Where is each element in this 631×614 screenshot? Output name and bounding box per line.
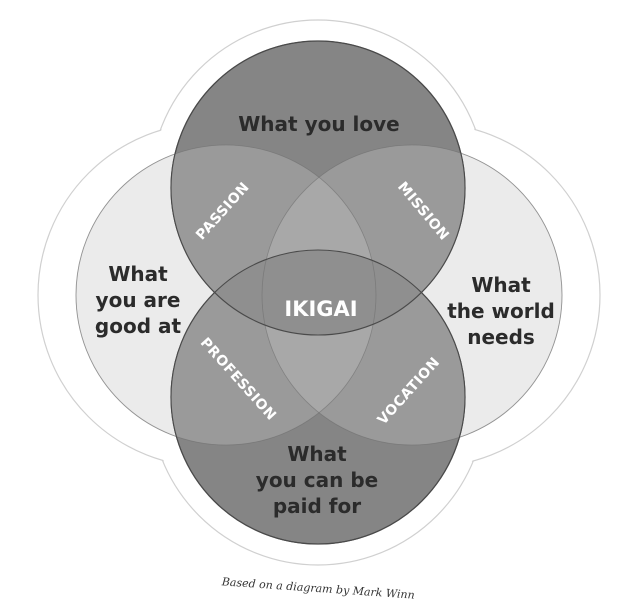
- svg-text:What: What: [471, 273, 531, 297]
- circle-outlines: [75, 40, 563, 545]
- label-what-you-love: What you love: [238, 112, 400, 136]
- svg-text:What: What: [108, 262, 168, 286]
- label-world-needs: What the world needs: [447, 273, 555, 349]
- svg-text:you can be: you can be: [256, 468, 378, 492]
- label-ikigai-center: IKIGAI: [284, 297, 357, 321]
- credit-caption: Based on a diagram by Mark Winn: [220, 575, 415, 602]
- svg-text:you are: you are: [96, 288, 181, 312]
- svg-text:paid for: paid for: [273, 494, 361, 518]
- overlap-top-center: [262, 145, 376, 335]
- label-good-at: What you are good at: [95, 262, 182, 338]
- svg-text:the world: the world: [447, 299, 555, 323]
- svg-text:good at: good at: [95, 314, 182, 338]
- svg-text:What: What: [287, 442, 347, 466]
- label-paid-for: What you can be paid for: [256, 442, 378, 518]
- overlap-bottom-center: [262, 250, 376, 445]
- svg-text:needs: needs: [467, 325, 535, 349]
